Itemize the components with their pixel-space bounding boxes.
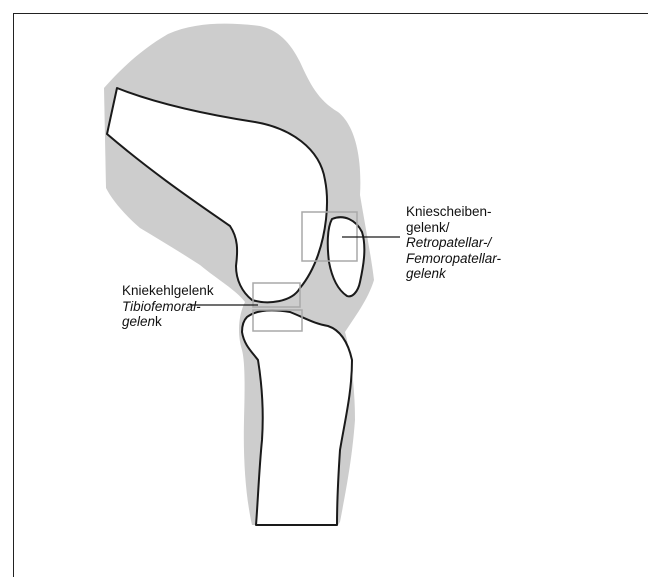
knee-hollow-joint-label-line1: Kniekehlgelenk <box>122 283 214 299</box>
knee-hollow-joint-label: Kniekehlgelenk Tibiofemoral- gelenk <box>122 283 214 330</box>
knee-hollow-joint-label-line3-normal: k <box>155 314 162 329</box>
kneecap-joint-label-line4: Femoropatellar- <box>406 251 501 267</box>
knee-hollow-joint-label-line3-italic: gelen <box>122 314 155 329</box>
knee-hollow-joint-label-line3: gelenk <box>122 314 214 330</box>
kneecap-joint-label-line5: gelenk <box>406 266 501 282</box>
kneecap-joint-label-line1: Kniescheiben- <box>406 204 501 220</box>
kneecap-joint-label-line2: gelenk/ <box>406 220 501 236</box>
kneecap-joint-label: Kniescheiben- gelenk/ Retropatellar-/ Fe… <box>406 204 501 282</box>
knee-hollow-joint-label-line2: Tibiofemoral- <box>122 299 214 315</box>
kneecap-joint-label-line3: Retropatellar-/ <box>406 235 501 251</box>
